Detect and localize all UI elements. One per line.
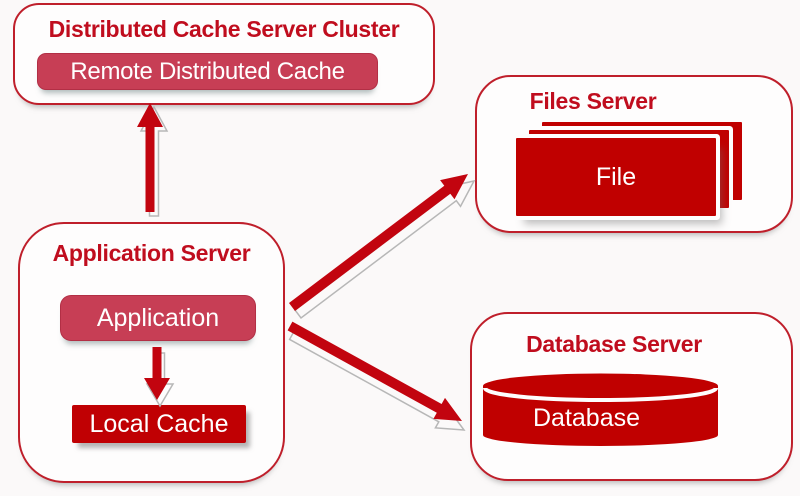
arrow-app-to-distributed-cache bbox=[137, 103, 163, 212]
database-server-title: Database Server bbox=[526, 331, 702, 357]
cluster-application-server: Application Server Application Local Cac… bbox=[18, 222, 285, 483]
arrow-app-to-files-server bbox=[289, 174, 468, 311]
node-file: File bbox=[516, 138, 716, 216]
node-database: Database bbox=[532, 404, 641, 432]
files-server-title: Files Server bbox=[529, 88, 657, 114]
cluster-distributed-cache-server: Distributed Cache Server Cluster Remote … bbox=[13, 3, 435, 105]
application-server-title: Application Server bbox=[52, 240, 251, 266]
cluster-database-server: Database Server Database bbox=[470, 312, 793, 481]
arrow-app-to-database-server bbox=[287, 321, 462, 421]
cluster-files-server: Files Server File bbox=[475, 75, 793, 233]
distributed-cluster-title: Distributed Cache Server Cluster bbox=[48, 16, 400, 42]
node-local-cache: Local Cache bbox=[72, 405, 246, 443]
node-remote-distributed-cache: Remote Distributed Cache bbox=[37, 53, 378, 90]
node-application: Application bbox=[60, 295, 256, 341]
database-cylinder-icon bbox=[483, 373, 718, 446]
